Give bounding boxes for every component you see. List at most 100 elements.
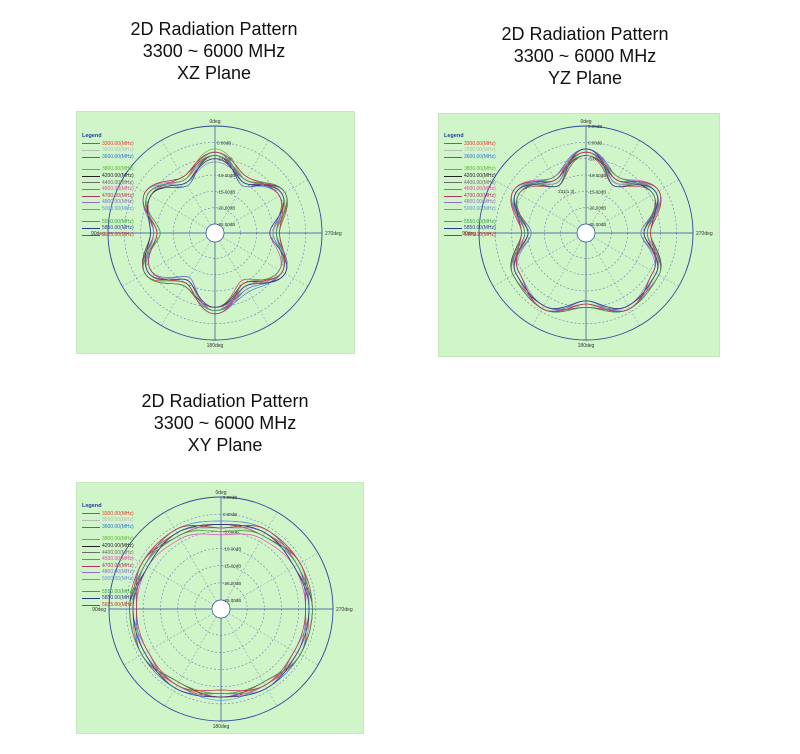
- legend-label: 5850.00(MHz): [102, 225, 134, 232]
- ring-label: 5.00dB: [588, 124, 602, 129]
- angle-label-left: 90deg: [92, 607, 106, 613]
- legend-label: 3600.00(MHz): [102, 523, 134, 530]
- grid-spoke: [122, 237, 208, 287]
- ring-label: -20.00dB: [223, 581, 241, 586]
- angle-label-right: 270deg: [696, 231, 713, 237]
- legend-item: 4400.00(MHz): [444, 180, 496, 187]
- chart-subtitle: 3300 ~ 6000 MHz: [513, 46, 657, 66]
- legend-label: 4800.00(MHz): [464, 199, 496, 206]
- legend-item: 3800.00(MHz): [444, 166, 496, 173]
- polar-grid: [107, 125, 323, 341]
- legend-label: 5550.00(MHz): [464, 218, 496, 225]
- series-line: [142, 155, 288, 311]
- grid-spoke: [222, 237, 308, 287]
- legend-swatch: [82, 234, 100, 236]
- legend-swatch: [82, 227, 100, 229]
- legend-swatch: [444, 202, 462, 204]
- legend-item: 5000.00(MHz): [82, 206, 134, 213]
- angle-label-bottom: 180deg: [213, 724, 230, 730]
- ring-label: -10.00dB: [588, 173, 606, 178]
- legend-item: 4200.00(MHz): [82, 173, 134, 180]
- legend-swatch: [82, 604, 100, 606]
- panel-title-xz: 2D Radiation Pattern 3300 ~ 6000 MHz XZ …: [104, 18, 324, 84]
- legend-swatch: [444, 227, 462, 229]
- legend-label: 3800.00(MHz): [102, 536, 134, 543]
- series-line: [513, 148, 659, 309]
- legend-item: 5850.00(MHz): [444, 225, 496, 232]
- series-line: [135, 525, 307, 692]
- grid-spoke: [164, 511, 217, 602]
- grid-spoke: [593, 179, 679, 229]
- grid-spoke: [493, 179, 579, 229]
- ring-label: 0.00dB: [223, 512, 237, 517]
- legend-swatch: [82, 513, 100, 515]
- angle-label-top: 0deg: [580, 119, 591, 125]
- legend-item: 4400.00(MHz): [82, 180, 134, 187]
- legend-label: 3600.00(MHz): [102, 153, 134, 160]
- legend-item: 3800.00(MHz): [82, 536, 134, 543]
- series-line: [510, 151, 662, 312]
- ring-label: -25.00dB: [217, 222, 235, 227]
- legend-swatch: [82, 195, 100, 197]
- legend-item: 3500.00(MHz): [444, 147, 496, 154]
- grid-spoke: [164, 616, 217, 707]
- chart-plane: YZ Plane: [547, 68, 623, 88]
- legend-label: 5000.00(MHz): [102, 205, 134, 212]
- legend-label: 3500.00(MHz): [102, 147, 134, 154]
- chart-plane: XZ Plane: [176, 63, 252, 83]
- series-traces: [142, 148, 288, 315]
- grid-spoke: [493, 237, 579, 287]
- legend-item: 5850.00(MHz): [82, 595, 134, 602]
- legend-swatch: [444, 175, 462, 177]
- legend-label: 4700.00(MHz): [102, 192, 134, 199]
- series-line: [129, 530, 313, 694]
- legend-item: 5925.00(MHz): [82, 232, 134, 239]
- legend-swatch: [444, 234, 462, 236]
- angle-label-right: 270deg: [336, 607, 353, 613]
- legend-item: 3800.00(MHz): [82, 166, 134, 173]
- angle-label-top: 0deg: [215, 490, 226, 496]
- chart-plane: XY Plane: [187, 435, 263, 455]
- grid-spoke: [122, 179, 208, 229]
- angle-label-right: 270deg: [325, 231, 342, 237]
- legend-label: 5000.00(MHz): [102, 575, 134, 582]
- inner-label: 231[1.3]: [558, 189, 574, 194]
- ring-label: 0.00dB: [588, 140, 602, 145]
- grid-spoke: [123, 613, 214, 666]
- grid-spoke: [228, 552, 319, 605]
- legend-swatch: [82, 156, 100, 158]
- legend-swatch: [82, 202, 100, 204]
- grid-spoke: [532, 240, 582, 326]
- legend-item: 4700.00(MHz): [82, 563, 134, 570]
- legend-swatch: [82, 558, 100, 560]
- legend-label: 3300.00(MHz): [102, 140, 134, 147]
- legend-item: 5550.00(MHz): [444, 219, 496, 226]
- legend-item: 3300.00(MHz): [82, 141, 134, 148]
- legend-swatch: [444, 221, 462, 223]
- legend-label: 4200.00(MHz): [102, 542, 134, 549]
- legend-swatch: [82, 591, 100, 593]
- angle-label-top: 0deg: [209, 119, 220, 125]
- legend-item: 5850.00(MHz): [82, 225, 134, 232]
- legend-label: 4800.00(MHz): [102, 199, 134, 206]
- ring-label: -20.00dB: [588, 206, 606, 211]
- polar-chart-svg: 0.00dB-5.00dB-10.00dB-15.00dB-20.00dB-25…: [91, 119, 342, 349]
- legend-label: 5925.00(MHz): [102, 231, 134, 238]
- legend-item: 4200.00(MHz): [82, 543, 134, 550]
- ring-label: -20.00dB: [217, 206, 235, 211]
- chart-title: 2D Radiation Pattern: [130, 19, 298, 39]
- panel-title-yz: 2D Radiation Pattern 3300 ~ 6000 MHz YZ …: [475, 23, 695, 89]
- legend-item: 4800.00(MHz): [444, 199, 496, 206]
- legend-swatch: [82, 143, 100, 145]
- legend-item: 5000.00(MHz): [82, 576, 134, 583]
- legend-swatch: [82, 578, 100, 580]
- legend-item: 4800.00(MHz): [82, 199, 134, 206]
- chart-subtitle: 3300 ~ 6000 MHz: [142, 41, 286, 61]
- legend-title: Legend: [82, 133, 102, 139]
- legend-item: 3300.00(MHz): [444, 141, 496, 148]
- legend-swatch: [444, 143, 462, 145]
- ring-label: -15.00dB: [217, 189, 235, 194]
- chart-title: 2D Radiation Pattern: [141, 391, 309, 411]
